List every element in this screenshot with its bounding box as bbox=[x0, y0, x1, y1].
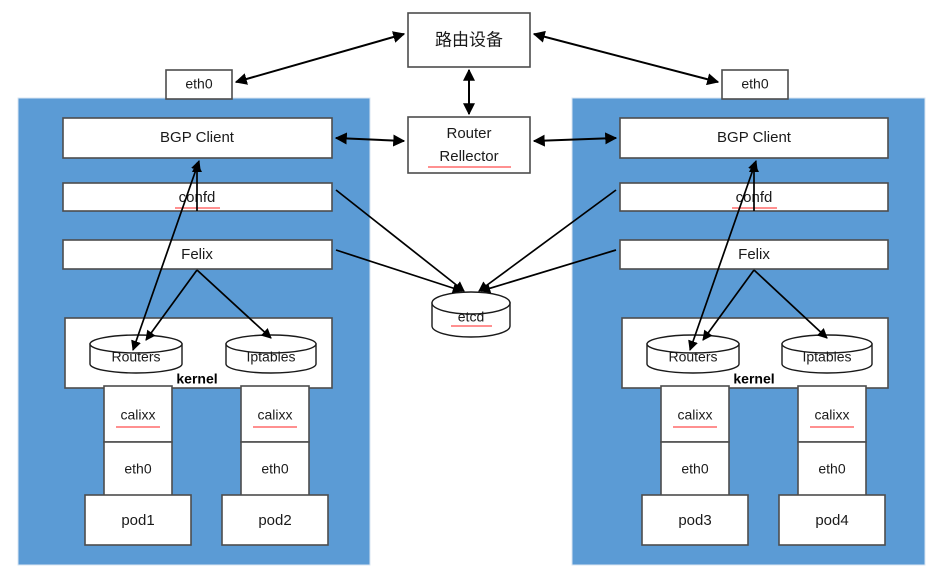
workload-eth0-box-left-1[interactable] bbox=[103, 441, 173, 498]
workload-eth0-box-right-1[interactable] bbox=[660, 441, 730, 498]
iptables-cylinder-right[interactable]: Iptables bbox=[781, 334, 873, 374]
router-device-box[interactable] bbox=[407, 12, 531, 68]
arrow-felix-to-iptables-right bbox=[753, 269, 828, 339]
arrow-routers-to-bgp-client-left bbox=[131, 160, 201, 351]
iptables-cylinder-left[interactable]: Iptables bbox=[225, 334, 317, 374]
route-reflector-label-line1: Router bbox=[446, 125, 491, 142]
calixx-box-left-2[interactable] bbox=[240, 385, 310, 443]
eth0-label-right: eth0 bbox=[741, 76, 768, 92]
arrow-felix-to-routers-right bbox=[702, 269, 755, 341]
router-device-label: 路由设备 bbox=[435, 30, 503, 49]
eth0-label-left: eth0 bbox=[185, 76, 212, 92]
workload-eth0-box-right-2[interactable] bbox=[797, 441, 867, 498]
arrow-felix-right-to-etcd bbox=[480, 249, 617, 294]
pod-box-left-1[interactable] bbox=[84, 494, 192, 546]
calixx-label-left-1: calixx bbox=[120, 407, 155, 423]
arrow-routers-to-bgp-client-right bbox=[688, 160, 758, 351]
iptables-label-right: Iptables bbox=[802, 349, 851, 365]
bgp-client-label-left: BGP Client bbox=[160, 129, 235, 146]
arrow-confd-right-to-etcd bbox=[478, 189, 617, 292]
routers-label-left: Routers bbox=[111, 349, 160, 365]
arrow-bgp-client-right-to-reflector bbox=[532, 132, 618, 147]
route-reflector-label-line2: Rellector bbox=[439, 148, 498, 165]
eth0-box-left[interactable] bbox=[165, 69, 233, 100]
pod-box-right-2[interactable] bbox=[778, 494, 886, 546]
calixx-label-right-1: calixx bbox=[677, 407, 712, 423]
kernel-label-right: kernel bbox=[733, 371, 774, 387]
etcd-label: etcd bbox=[458, 309, 484, 325]
pod-label-right-1: pod3 bbox=[678, 512, 711, 529]
bgp-client-label-right: BGP Client bbox=[717, 129, 792, 146]
route-reflector-box[interactable] bbox=[407, 116, 531, 174]
calixx-label-right-2: calixx bbox=[814, 407, 849, 423]
bgp-client-box-left[interactable] bbox=[62, 117, 333, 159]
pod-label-left-2: pod2 bbox=[258, 512, 291, 529]
felix-label-right: Felix bbox=[738, 246, 770, 263]
pod-box-left-2[interactable] bbox=[221, 494, 329, 546]
arrow-felix-to-iptables-left bbox=[196, 269, 272, 339]
arrow-eth0-right-to-router-device bbox=[532, 30, 720, 86]
pod-label-left-1: pod1 bbox=[121, 512, 154, 529]
workload-eth0-label-right-2: eth0 bbox=[818, 461, 845, 477]
felix-label-left: Felix bbox=[181, 246, 213, 263]
arrow-eth0-left-to-router-device bbox=[234, 31, 406, 85]
etcd-cylinder[interactable]: etcd bbox=[431, 291, 511, 338]
arrow-bgp-client-left-to-reflector bbox=[334, 132, 406, 147]
eth0-box-right[interactable] bbox=[721, 69, 789, 100]
bgp-client-box-right[interactable] bbox=[619, 117, 889, 159]
arrow-felix-to-routers-left bbox=[145, 269, 198, 341]
calixx-box-right-1[interactable] bbox=[660, 385, 730, 443]
calixx-box-left-1[interactable] bbox=[103, 385, 173, 443]
routers-label-right: Routers bbox=[668, 349, 717, 365]
workload-eth0-box-left-2[interactable] bbox=[240, 441, 310, 498]
calixx-box-right-2[interactable] bbox=[797, 385, 867, 443]
arrow-confd-left-to-etcd bbox=[335, 189, 465, 292]
calixx-label-left-2: calixx bbox=[257, 407, 292, 423]
arrow-felix-left-to-etcd bbox=[335, 249, 463, 294]
pod-box-right-1[interactable] bbox=[641, 494, 749, 546]
pod-label-right-2: pod4 bbox=[815, 512, 848, 529]
kernel-label-left: kernel bbox=[176, 371, 217, 387]
workload-eth0-label-left-1: eth0 bbox=[124, 461, 151, 477]
iptables-label-left: Iptables bbox=[246, 349, 295, 365]
workload-eth0-label-right-1: eth0 bbox=[681, 461, 708, 477]
workload-eth0-label-left-2: eth0 bbox=[261, 461, 288, 477]
